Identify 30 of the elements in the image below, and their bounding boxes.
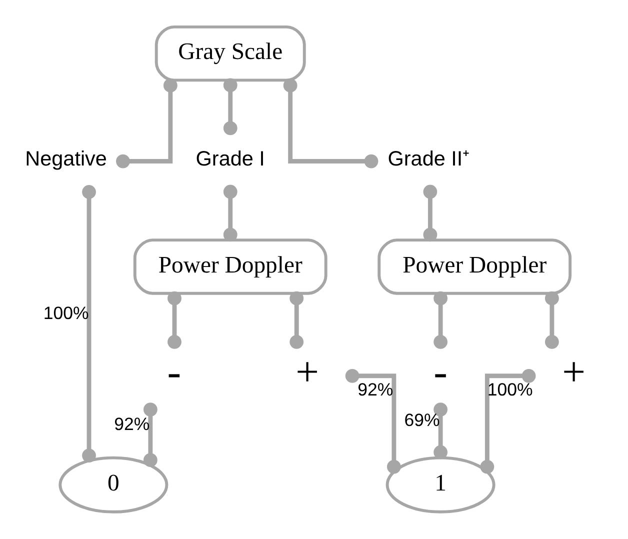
node-box: Gray Scale: [154, 25, 306, 82]
connector: [544, 291, 559, 349]
connector: [345, 368, 401, 474]
connector: [480, 368, 536, 474]
connector: [290, 291, 304, 349]
node-text: -: [167, 348, 182, 395]
connector: [423, 184, 438, 242]
node-box: Power Doppler: [133, 238, 328, 295]
connector: [283, 78, 378, 168]
connector: [434, 402, 448, 460]
connector: [116, 78, 178, 168]
node-ellipse: 0: [58, 456, 168, 514]
edge-label: 100%: [487, 380, 533, 400]
node-text: Negative: [25, 148, 107, 171]
edge-label: 92%: [358, 380, 394, 400]
node-text: Grade II⁺: [388, 148, 470, 171]
node-text: -: [434, 348, 448, 395]
connector: [434, 291, 448, 349]
node-text: +: [296, 348, 320, 395]
node-text: +: [562, 348, 586, 395]
connector: [82, 185, 96, 462]
edge-label: 92%: [114, 414, 150, 434]
connector: [223, 78, 238, 136]
edge-label: 69%: [404, 410, 440, 430]
node-box: Power Doppler: [378, 238, 572, 295]
connector: [168, 291, 182, 349]
node-text: Grade I: [196, 148, 265, 171]
connector: [143, 402, 158, 468]
edge-label: 100%: [43, 302, 89, 323]
connector: [223, 184, 238, 242]
